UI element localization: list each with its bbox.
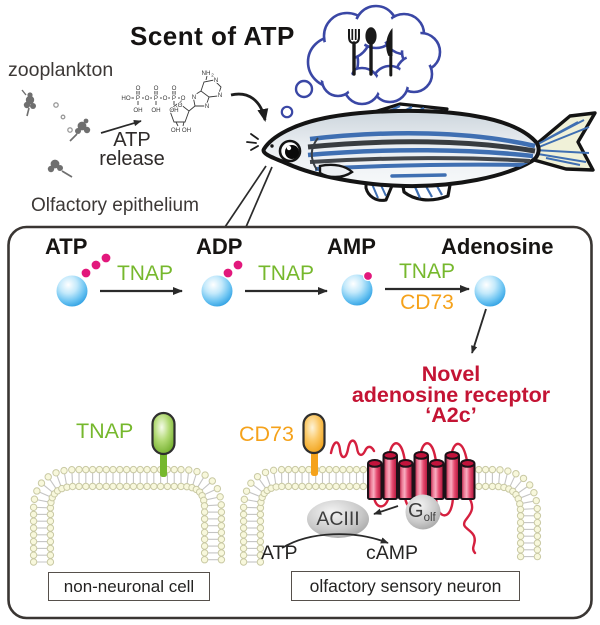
atom-label: N xyxy=(218,92,222,99)
atom-label: P xyxy=(136,95,140,102)
atp-sphere xyxy=(56,275,88,307)
enzyme-label-tnap-2: TNAP xyxy=(257,262,314,285)
zooplankton-label: zooplankton xyxy=(8,59,114,81)
fork-icon xyxy=(348,29,360,76)
olfactory-epithelium-box xyxy=(7,225,593,620)
cd73-protein xyxy=(302,412,326,476)
golf-main: G xyxy=(408,500,424,522)
metabolite-label-adenosine: Adenosine xyxy=(441,234,554,259)
atom-label: N xyxy=(192,94,196,101)
knife-icon xyxy=(386,28,393,77)
olfactory-sensory-neuron-label: olfactory sensory neuron xyxy=(309,575,502,596)
atom-label: OH OH xyxy=(171,127,191,134)
atom-label: NH xyxy=(202,70,211,77)
enzyme-label-cd73: CD73 xyxy=(400,291,454,314)
adenosine-to-receptor-arrow xyxy=(471,308,487,354)
metabolite-label-amp: AMP xyxy=(327,234,376,259)
bubble-trail-small xyxy=(280,105,294,119)
transmembrane-helices xyxy=(367,451,476,500)
nucleotide-pathway xyxy=(56,252,506,354)
non-neuronal-cell-box: non-neuronal cell xyxy=(48,572,210,601)
zooplankton-illustration xyxy=(21,89,91,178)
olfactory-epithelium-label: Olfactory epithelium xyxy=(31,195,199,216)
atom-label: 2 xyxy=(211,73,214,78)
amp-sphere xyxy=(341,274,373,306)
golf-sub: olf xyxy=(423,512,436,524)
novel-receptor-annotation: Novel adenosine receptor ‘A2c’ xyxy=(331,364,571,426)
body-stripes xyxy=(307,131,536,178)
tnap-protein xyxy=(151,411,176,477)
phosphate-dots xyxy=(80,252,374,282)
adenosine-sphere xyxy=(474,275,506,307)
enzyme-label-tnap-3: TNAP xyxy=(398,260,455,283)
sniff-marks xyxy=(246,133,259,151)
metabolite-label-adp: ADP xyxy=(196,234,243,259)
spoon-icon xyxy=(365,27,377,76)
enzyme-label-tnap-1: TNAP xyxy=(116,262,173,285)
atp-release-label: ATP release xyxy=(96,129,168,170)
atom-label: N xyxy=(214,77,218,84)
metabolite-label-atp: ATP xyxy=(45,234,88,259)
atom-label: O xyxy=(145,95,150,102)
atom-label: P xyxy=(172,95,176,102)
gill-line xyxy=(310,137,319,171)
atom-label: O xyxy=(178,102,183,109)
atom-label: O xyxy=(172,85,177,92)
thought-bubble xyxy=(280,4,442,119)
novel-line3: ‘A2c’ xyxy=(425,403,477,427)
aciii-ellipse xyxy=(307,500,369,538)
atom-label: O xyxy=(154,85,159,92)
cell-atp-label: ATP xyxy=(261,542,298,564)
scent-to-nose-arrow xyxy=(230,92,269,122)
golf-circle xyxy=(405,494,441,530)
eye-highlight xyxy=(286,145,292,151)
cell-camp-label: cAMP xyxy=(366,542,419,564)
atom-label: N xyxy=(205,103,209,110)
figure-title: Scent of ATP xyxy=(130,21,295,51)
atom-label: OH xyxy=(169,107,178,114)
golf-label: Golf xyxy=(408,500,436,524)
cd73-protein-label: CD73 xyxy=(239,422,294,446)
atom-label: O xyxy=(181,95,186,102)
a2c-receptor xyxy=(329,439,477,555)
olfactory-sensory-neuron-box: olfactory sensory neuron xyxy=(291,571,520,601)
novel-line1: Novel xyxy=(421,362,481,386)
atp-to-camp-arrow xyxy=(281,533,389,549)
atom-label: P xyxy=(154,95,158,102)
cell-membranes xyxy=(29,465,542,566)
nostril xyxy=(270,144,274,148)
atom-label: O xyxy=(163,95,168,102)
atom-label: OH xyxy=(133,107,142,114)
atom-label: HO xyxy=(121,95,130,102)
atp-release-line2: release xyxy=(99,148,165,170)
adp-sphere xyxy=(201,275,233,307)
pectoral-fin xyxy=(318,163,354,179)
tnap-protein-label: TNAP xyxy=(76,419,134,443)
non-neuronal-cell-label: non-neuronal cell xyxy=(63,576,195,596)
novel-line2: adenosine receptor xyxy=(351,382,551,407)
golf-to-aciii-arrow xyxy=(373,505,399,515)
atp-release-arrow xyxy=(100,120,142,134)
atom-label: O xyxy=(136,85,141,92)
bubble-trail-large xyxy=(294,79,314,99)
atp-molecule: HO P O P O P O O O O OH OH OH O OH OH N … xyxy=(120,69,223,135)
magnifier-lines xyxy=(224,165,273,228)
atom-label: OH xyxy=(151,107,160,114)
atp-release-line1: ATP xyxy=(113,129,151,151)
aciii-label: ACIII xyxy=(316,508,360,530)
zebrafish-illustration xyxy=(261,102,597,202)
receptor-loops xyxy=(329,439,477,555)
